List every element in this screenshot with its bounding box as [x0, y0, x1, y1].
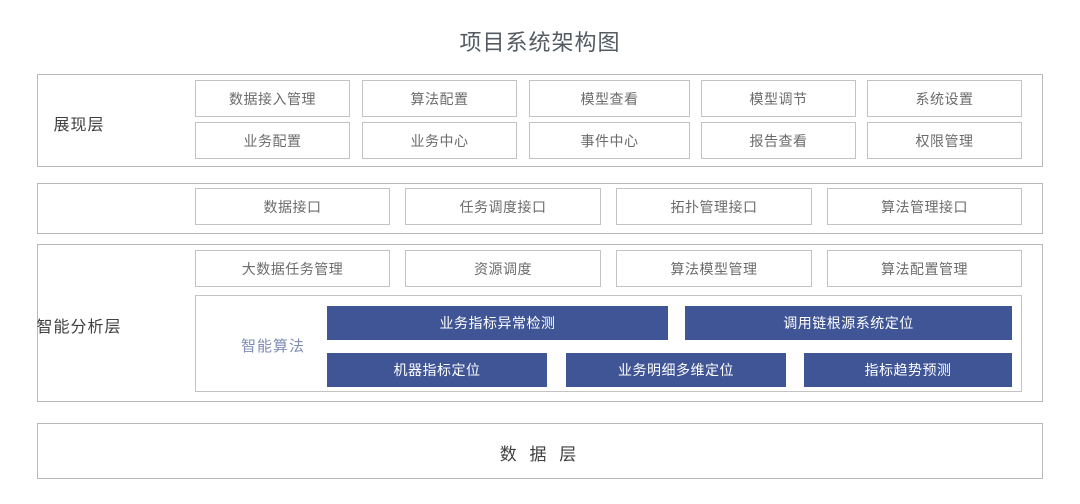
algorithm-box-machine-metric-location[interactable]: 机器指标定位: [327, 353, 547, 387]
layer-label-data: 数 据 层: [499, 445, 581, 464]
algorithm-box-metric-trend-forecast[interactable]: 指标趋势预测: [804, 353, 1012, 387]
analysis-cell-bigdata-task-management[interactable]: 大数据任务管理: [195, 250, 390, 287]
presentation-cell-model-view[interactable]: 模型查看: [529, 80, 690, 117]
analysis-cell-resource-scheduling[interactable]: 资源调度: [405, 250, 601, 287]
interface-cell-topology-management-api[interactable]: 拓扑管理接口: [616, 188, 812, 225]
presentation-cell-business-config[interactable]: 业务配置: [195, 122, 350, 159]
algorithm-box-trace-root-cause-system-location[interactable]: 调用链根源系统定位: [685, 306, 1012, 340]
presentation-cell-business-center[interactable]: 业务中心: [362, 122, 517, 159]
interface-cell-data-api[interactable]: 数据接口: [195, 188, 390, 225]
page-title: 项目系统架构图: [459, 30, 621, 55]
presentation-cell-data-access-management[interactable]: 数据接入管理: [195, 80, 350, 117]
presentation-cell-model-tuning[interactable]: 模型调节: [701, 80, 856, 117]
layer-panel-data: [37, 423, 1043, 479]
presentation-cell-permission-management[interactable]: 权限管理: [867, 122, 1022, 159]
layer-label-presentation: 展现层: [53, 117, 105, 134]
presentation-cell-system-settings[interactable]: 系统设置: [867, 80, 1022, 117]
interface-cell-algorithm-management-api[interactable]: 算法管理接口: [827, 188, 1022, 225]
algorithm-box-business-detail-multidimensional-location[interactable]: 业务明细多维定位: [566, 353, 786, 387]
interface-cell-task-scheduling-api[interactable]: 任务调度接口: [405, 188, 601, 225]
algorithm-subpanel-label: 智能算法: [240, 338, 305, 355]
analysis-cell-algorithm-config-management[interactable]: 算法配置管理: [827, 250, 1022, 287]
presentation-cell-event-center[interactable]: 事件中心: [529, 122, 690, 159]
presentation-cell-algorithm-config[interactable]: 算法配置: [362, 80, 517, 117]
layer-label-analysis: 智能分析层: [36, 319, 122, 336]
analysis-cell-algorithm-model-management[interactable]: 算法模型管理: [616, 250, 812, 287]
algorithm-box-business-metric-anomaly-detection[interactable]: 业务指标异常检测: [327, 306, 668, 340]
presentation-cell-report-view[interactable]: 报告查看: [701, 122, 856, 159]
